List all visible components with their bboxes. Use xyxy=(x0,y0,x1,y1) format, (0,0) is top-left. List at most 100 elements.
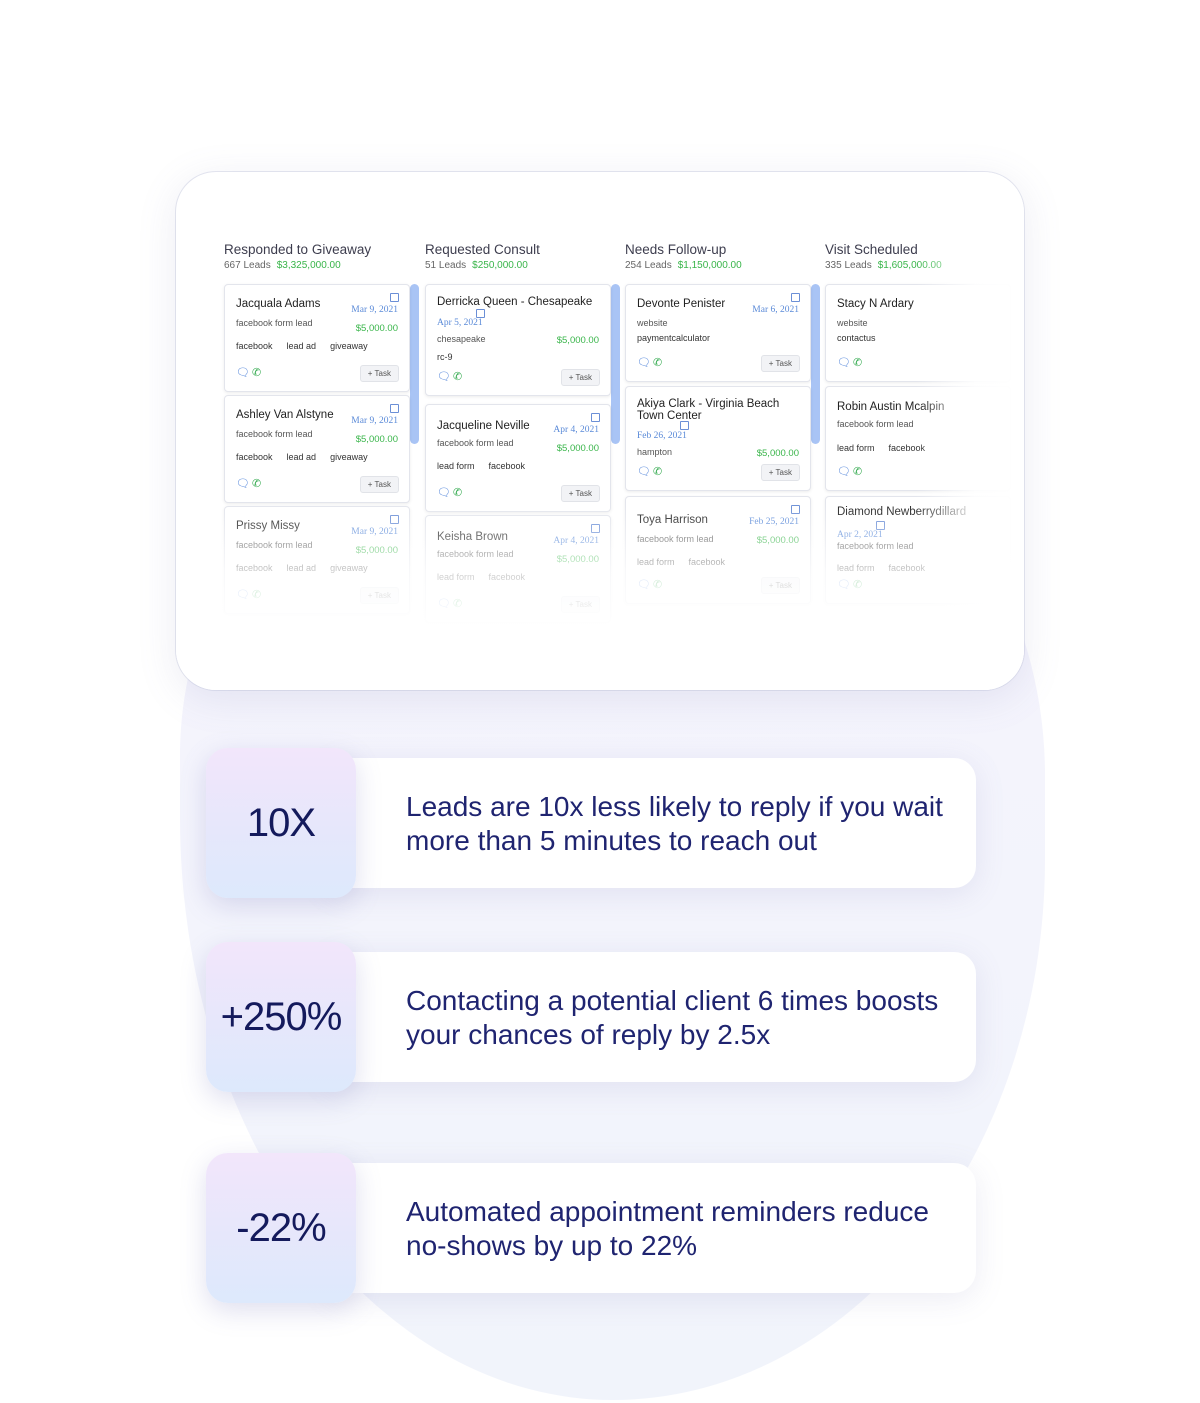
chat-icon[interactable]: 🗨 xyxy=(837,466,851,478)
chat-icon[interactable]: 🗨 xyxy=(236,367,250,379)
add-task-button[interactable]: + Task xyxy=(760,577,800,594)
phone-icon[interactable]: ✆ xyxy=(452,598,463,610)
lead-card[interactable]: Robin Austin Mcalpin facebook form lead … xyxy=(825,386,1011,491)
phone-icon[interactable]: ✆ xyxy=(452,371,463,383)
stat-description: Contacting a potential client 6 times bo… xyxy=(406,985,939,1050)
pipeline-column-needs-follow-up: Needs Follow-up 254 Leads$1,150,000.00 D… xyxy=(625,242,820,604)
lead-name: Akiya Clark - Virginia Beach Town Center xyxy=(637,398,780,422)
lead-tag: facebook xyxy=(888,443,926,453)
lead-date: Mar 6, 2021 xyxy=(752,305,799,315)
column-scrollbar[interactable] xyxy=(611,284,620,444)
lead-card[interactable]: Keisha Brown Apr 4, 2021 facebook form l… xyxy=(425,515,611,623)
pipeline-column-responded: Responded to Giveaway 667 Leads$3,325,00… xyxy=(224,242,419,614)
add-task-button[interactable]: + Task xyxy=(560,485,600,502)
add-task-button[interactable]: + Task xyxy=(359,365,399,382)
lead-source: facebook form lead xyxy=(637,534,714,544)
lead-source: facebook form lead xyxy=(236,429,313,439)
column-stats: 667 Leads$3,325,000.00 xyxy=(224,260,410,271)
lead-source: facebook form lead xyxy=(236,540,313,550)
lead-date: Apr 4, 2021 xyxy=(553,425,599,435)
lead-card[interactable]: Stacy N Ardary website contactus 🗨✆ xyxy=(825,284,1011,382)
lead-tag: lead form xyxy=(437,572,475,582)
add-task-button[interactable]: + Task xyxy=(359,587,399,604)
lead-name: Jacquala Adams xyxy=(236,298,321,310)
lead-card[interactable]: Jacqueline Neville Apr 4, 2021 facebook … xyxy=(425,404,611,512)
lead-card[interactable]: Akiya Clark - Virginia Beach Town Center… xyxy=(625,386,811,491)
column-scrollbar[interactable] xyxy=(410,284,419,444)
lead-amount: $5,000.00 xyxy=(756,535,799,546)
chat-icon[interactable]: 🗨 xyxy=(837,357,851,369)
lead-tag: lead form xyxy=(837,443,875,453)
lead-card[interactable]: Ashley Van Alstyne Mar 9, 2021 facebook … xyxy=(224,395,410,503)
lead-name: Ashley Van Alstyne xyxy=(236,409,334,421)
lead-tag: lead ad xyxy=(286,341,317,351)
column-stats: 51 Leads$250,000.00 xyxy=(425,260,611,271)
phone-icon[interactable]: ✆ xyxy=(251,478,262,490)
phone-icon[interactable]: ✆ xyxy=(452,487,463,499)
chat-icon[interactable]: 🗨 xyxy=(637,579,651,591)
lead-card[interactable]: Toya Harrison Feb 25, 2021 facebook form… xyxy=(625,496,811,604)
calendar-icon xyxy=(591,524,600,533)
lead-card[interactable]: Diamond Newberrydillard Apr 2, 2021 face… xyxy=(825,496,1011,604)
stat-value: +250% xyxy=(220,994,343,1039)
column-amount: $1,150,000.00 xyxy=(677,260,742,271)
pipeline-column-visit-scheduled: Visit Scheduled 335 Leads$1,605,000.00 S… xyxy=(825,242,1011,604)
lead-name: Derricka Queen - Chesapeake xyxy=(437,296,593,308)
calendar-icon xyxy=(791,293,800,302)
lead-amount: $5,000.00 xyxy=(355,545,398,556)
pipeline-column-requested-consult: Requested Consult 51 Leads$250,000.00 De… xyxy=(425,242,620,623)
chat-icon[interactable]: 🗨 xyxy=(837,579,851,591)
column-scrollbar[interactable] xyxy=(811,284,820,444)
stat-row: -22% Automated appointment reminders red… xyxy=(206,1153,978,1303)
phone-icon[interactable]: ✆ xyxy=(852,466,863,478)
chat-icon[interactable]: 🗨 xyxy=(637,466,651,478)
chat-icon[interactable]: 🗨 xyxy=(236,478,250,490)
lead-tag: facebook xyxy=(488,572,526,582)
column-lead-count: 667 Leads xyxy=(224,260,271,271)
lead-date: Mar 9, 2021 xyxy=(351,305,398,315)
lead-date: Apr 5, 2021 xyxy=(437,318,483,328)
lead-name: Jacqueline Neville xyxy=(437,420,530,432)
phone-icon[interactable]: ✆ xyxy=(251,589,262,601)
lead-card[interactable]: Devonte Penister Mar 6, 2021 website pay… xyxy=(625,284,811,382)
add-task-button[interactable]: + Task xyxy=(560,369,600,386)
chat-icon[interactable]: 🗨 xyxy=(637,357,651,369)
lead-tag: lead form xyxy=(637,557,675,567)
chat-icon[interactable]: 🗨 xyxy=(437,371,451,383)
lead-card[interactable]: Derricka Queen - Chesapeake Apr 5, 2021 … xyxy=(425,284,611,396)
phone-icon[interactable]: ✆ xyxy=(251,367,262,379)
lead-card[interactable]: Jacquala Adams Mar 9, 2021 facebook form… xyxy=(224,284,410,392)
lead-name: Prissy Missy xyxy=(236,520,300,532)
phone-icon[interactable]: ✆ xyxy=(652,357,663,369)
lead-source: chesapeake xyxy=(437,334,486,344)
lead-tag: giveaway xyxy=(330,452,368,462)
lead-name: Toya Harrison xyxy=(637,514,708,526)
chat-icon[interactable]: 🗨 xyxy=(437,598,451,610)
pipeline-board: Responded to Giveaway 667 Leads$3,325,00… xyxy=(176,172,1024,690)
phone-icon[interactable]: ✆ xyxy=(652,466,663,478)
lead-source: hampton xyxy=(637,447,673,457)
add-task-button[interactable]: + Task xyxy=(760,355,800,372)
lead-source: facebook form lead xyxy=(437,549,514,559)
lead-tag: facebook xyxy=(888,563,926,573)
add-task-button[interactable]: + Task xyxy=(359,476,399,493)
phone-icon[interactable]: ✆ xyxy=(652,579,663,591)
calendar-icon xyxy=(791,505,800,514)
lead-tags: lead form facebook xyxy=(837,443,939,453)
add-task-button[interactable]: + Task xyxy=(560,596,600,613)
lead-card[interactable]: Prissy Missy Mar 9, 2021 facebook form l… xyxy=(224,506,410,614)
lead-tag: lead form xyxy=(837,563,875,573)
phone-icon[interactable]: ✆ xyxy=(852,579,863,591)
stat-description-card: Contacting a potential client 6 times bo… xyxy=(324,952,976,1082)
lead-name: Keisha Brown xyxy=(437,531,508,543)
column-lead-count: 51 Leads xyxy=(425,260,467,271)
column-title: Visit Scheduled xyxy=(825,242,918,257)
add-task-button[interactable]: + Task xyxy=(760,464,800,481)
calendar-icon xyxy=(390,515,399,524)
chat-icon[interactable]: 🗨 xyxy=(437,487,451,499)
chat-icon[interactable]: 🗨 xyxy=(236,589,250,601)
lead-tag: facebook xyxy=(488,461,526,471)
phone-icon[interactable]: ✆ xyxy=(852,357,863,369)
